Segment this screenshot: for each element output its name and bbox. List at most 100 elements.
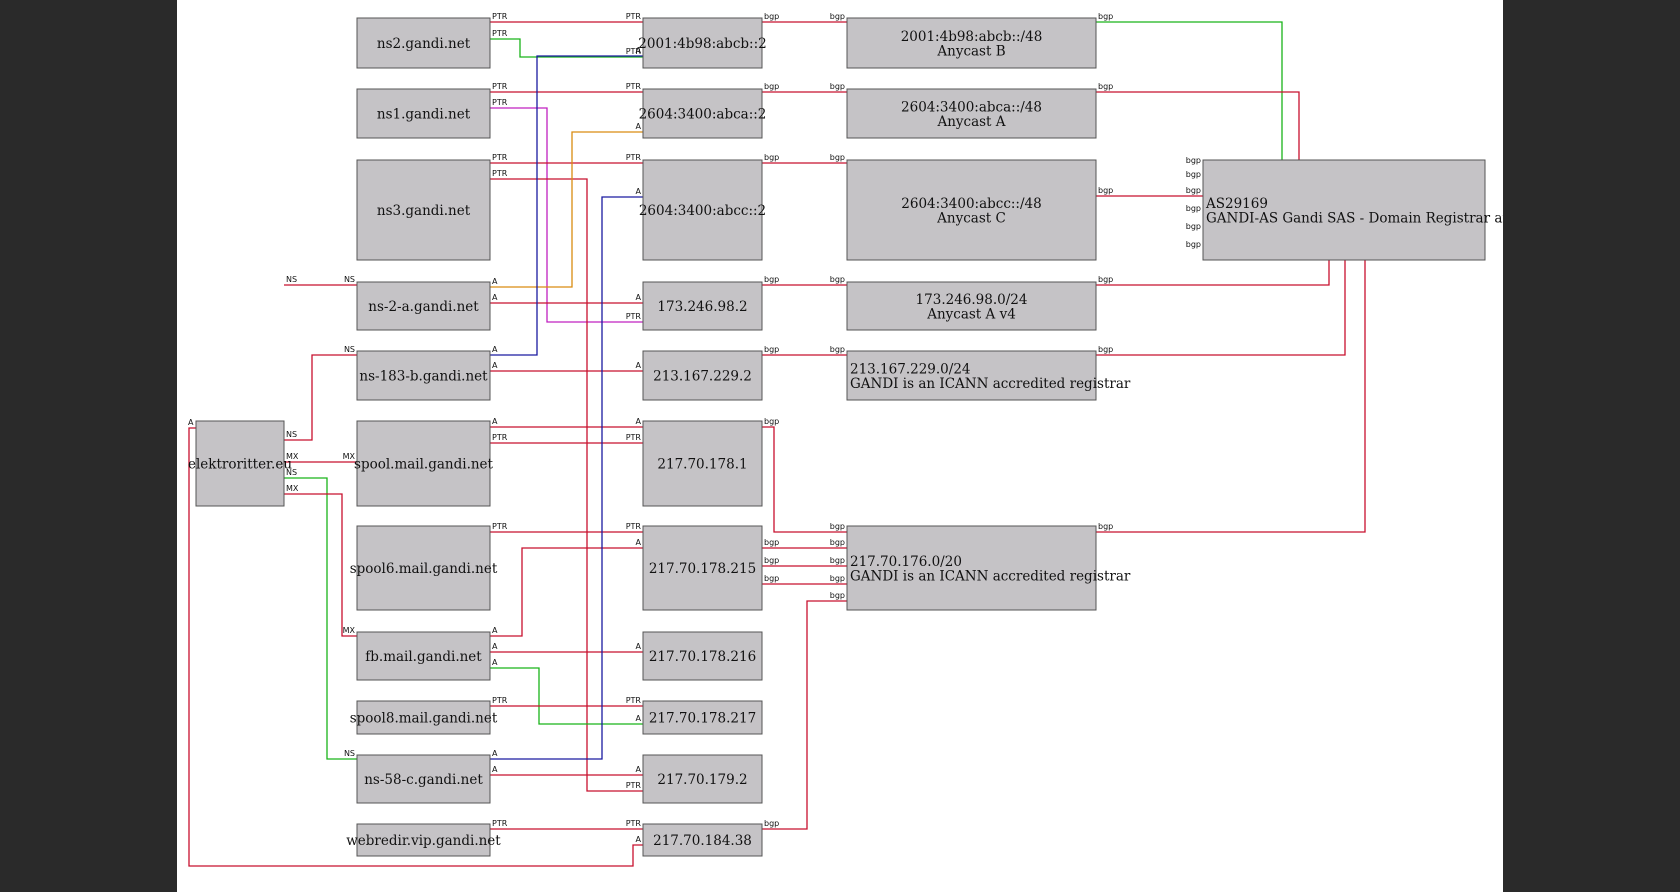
node-ip18438[interactable]: 217.70.184.38: [642, 823, 763, 857]
port-label: PTR: [626, 819, 642, 828]
node-ns2a[interactable]: ns-2-a.gandi.net: [356, 281, 491, 331]
diagram-canvas: ns2.gandi.net ns1.gandi.net ns3.gandi.net n…: [177, 0, 1503, 892]
port-label: bgp: [1098, 12, 1113, 21]
port-label: PTR: [492, 819, 508, 828]
port-label: A: [492, 345, 498, 354]
port-label: NS: [286, 430, 297, 439]
node-label: Anycast A v4: [926, 306, 1016, 322]
node-label: ns1.gandi.net: [377, 107, 471, 123]
node-ns2[interactable]: ns2.gandi.net: [356, 17, 491, 69]
node-box: [195, 420, 285, 507]
port-label: A: [492, 293, 498, 302]
port-label: A: [636, 642, 642, 651]
node-elektro[interactable]: elektroritter.eu: [188, 420, 292, 507]
node-ns183b[interactable]: ns-183-b.gandi.net: [356, 350, 491, 401]
port-label: A: [636, 714, 642, 723]
node-ip1781[interactable]: 217.70.178.1: [642, 420, 763, 507]
port-label: A: [636, 765, 642, 774]
node-box: [642, 281, 763, 331]
port-label: PTR: [492, 98, 508, 107]
port-label: bgp: [764, 417, 779, 426]
node-ip213[interactable]: 213.167.229.2: [642, 350, 763, 401]
edge-ns3-ip1792: [490, 178, 643, 792]
port-label: PTR: [492, 29, 508, 38]
edge-fb-ip178217: [490, 667, 643, 725]
node-ip178217[interactable]: 217.70.178.217: [642, 700, 763, 735]
node-fb[interactable]: fb.mail.gandi.net: [356, 631, 491, 681]
node-label: elektroritter.eu: [188, 457, 292, 473]
node-ip6b[interactable]: 2001:4b98:abcb::2: [638, 17, 767, 69]
port-label: A: [492, 642, 498, 651]
node-ip173[interactable]: 173.246.98.2: [642, 281, 763, 331]
port-label: PTR: [626, 312, 642, 321]
port-label: PTR: [626, 781, 642, 790]
node-ip6a[interactable]: 2604:3400:abca::2: [639, 88, 767, 139]
edge-elektro-ns58c: [284, 477, 357, 760]
node-ip6c[interactable]: 2604:3400:abcc::2: [639, 159, 766, 261]
port-label: PTR: [626, 153, 642, 162]
node-webredir[interactable]: webredir.vip.gandi.net: [346, 823, 501, 857]
port-label: bgp: [830, 345, 845, 354]
port-label: bgp: [1186, 186, 1201, 195]
node-box: [356, 159, 491, 261]
node-box: [356, 350, 491, 401]
port-label: bgp: [764, 556, 779, 565]
node-label: 2604:3400:abcc::2: [639, 203, 766, 219]
node-label: spool8.mail.gandi.net: [350, 711, 498, 727]
port-label: NS: [344, 749, 355, 758]
port-label: A: [492, 749, 498, 758]
node-spool6[interactable]: spool6.mail.gandi.net: [350, 525, 498, 611]
port-label: A: [636, 187, 642, 196]
node-label: ns-58-c.gandi.net: [364, 772, 483, 788]
node-spool8[interactable]: spool8.mail.gandi.net: [350, 700, 498, 735]
node-label: 173.246.98.2: [657, 299, 747, 315]
edge-ip1781-net217: [762, 426, 847, 533]
node-label: AS29169: [1205, 196, 1268, 212]
port-label: PTR: [626, 433, 642, 442]
port-label: NS: [286, 468, 297, 477]
port-label: PTR: [626, 522, 642, 531]
dns-graph: ns2.gandi.net ns1.gandi.net ns3.gandi.net n…: [188, 12, 1503, 867]
node-box: [356, 754, 491, 804]
node-box: [846, 350, 1097, 401]
port-label: bgp: [1186, 222, 1201, 231]
node-label: 217.70.178.217: [649, 711, 756, 727]
port-label: bgp: [764, 345, 779, 354]
port-label: A: [636, 538, 642, 547]
port-label: bgp: [1186, 240, 1201, 249]
node-ip178216[interactable]: 217.70.178.216: [642, 631, 763, 681]
node-box: [356, 631, 491, 681]
node-label: 217.70.184.38: [653, 833, 752, 849]
node-ns3[interactable]: ns3.gandi.net: [356, 159, 491, 261]
port-label: A: [188, 418, 194, 427]
port-label: bgp: [1098, 345, 1113, 354]
port-label: bgp: [764, 538, 779, 547]
port-label: bgp: [830, 591, 845, 600]
node-spool[interactable]: spool.mail.gandi.net: [354, 420, 494, 507]
node-box: [642, 754, 763, 804]
node-label: 217.70.176.0/20: [850, 554, 962, 570]
port-label: A: [636, 417, 642, 426]
port-label: NS: [344, 275, 355, 284]
node-box: [642, 823, 763, 857]
port-label: PTR: [626, 47, 642, 56]
node-ns1[interactable]: ns1.gandi.net: [356, 88, 491, 139]
node-ns58c[interactable]: ns-58-c.gandi.net: [356, 754, 491, 804]
port-label: PTR: [492, 169, 508, 178]
port-label: bgp: [1186, 204, 1201, 213]
node-box: [846, 88, 1097, 139]
port-label: bgp: [830, 538, 845, 547]
node-label: GANDI is an ICANN accredited registrar: [850, 376, 1131, 392]
node-label: fb.mail.gandi.net: [365, 649, 482, 665]
port-label: MX: [286, 484, 299, 493]
edge-ns1-ip173: [490, 107, 643, 323]
node-ip178215[interactable]: 217.70.178.215: [642, 525, 763, 611]
node-ip1792[interactable]: 217.70.179.2: [642, 754, 763, 804]
